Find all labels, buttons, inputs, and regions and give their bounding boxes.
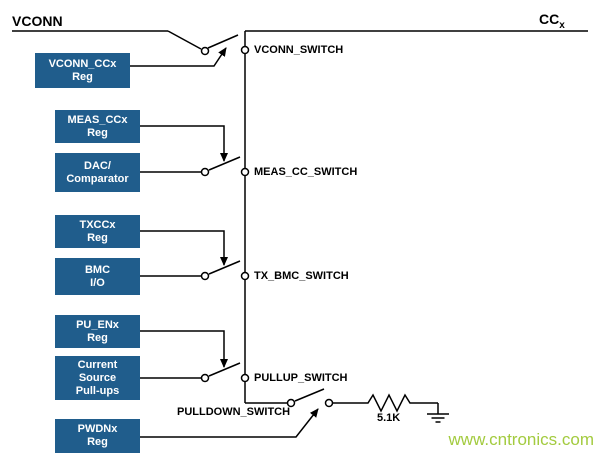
meas-cc-switch-symbol [200,156,250,177]
tx-bmc-switch-symbol [200,260,250,281]
meas-cc-switch-label: MEAS_CC_SWITCH [254,166,358,178]
cc-label-sub: x [559,19,565,31]
dac-comparator-box: DAC/ Comparator [55,153,140,192]
bmc-io-box: BMC I/O [55,258,140,295]
ground-symbol [427,403,449,423]
watermark-text: www.cntronics.com [448,430,594,449]
pulldown-resistor-symbol [332,393,438,413]
pwdnx-reg-box: PWDNx Reg [55,419,140,453]
vconn-reg-arrow [130,47,227,67]
vconn-switch-symbol [200,34,250,56]
meas-reg-arrow [140,125,228,162]
txccx-reg-box: TXCCx Reg [55,215,140,248]
vconn-switch-label: VCONN_SWITCH [254,44,344,56]
cc-label: CCx [539,11,565,31]
pulldown-switch-label: PULLDOWN_SWITCH [177,406,291,418]
resistor-value-label: 5.1K [377,412,401,424]
vconn-ccx-reg-box: VCONN_CCx Reg [35,53,130,88]
pu-enx-reg-box: PU_ENx Reg [55,315,140,348]
pulldown-switch-symbol [286,388,334,408]
tx-reg-arrow [140,230,228,266]
vconn-label: VCONN [12,13,63,29]
meas-ccx-reg-box: MEAS_CCx Reg [55,110,140,143]
vconn-wire-diagonal [167,30,202,50]
tx-bmc-switch-label: TX_BMC_SWITCH [254,270,349,282]
pullup-switch-label: PULLUP_SWITCH [254,372,348,384]
cc-label-base: CC [539,11,560,27]
pwdn-reg-arrow [140,408,319,438]
pullup-switch-symbol [200,362,250,383]
puen-reg-arrow [140,330,228,368]
current-source-box: Current Source Pull-ups [55,356,140,400]
